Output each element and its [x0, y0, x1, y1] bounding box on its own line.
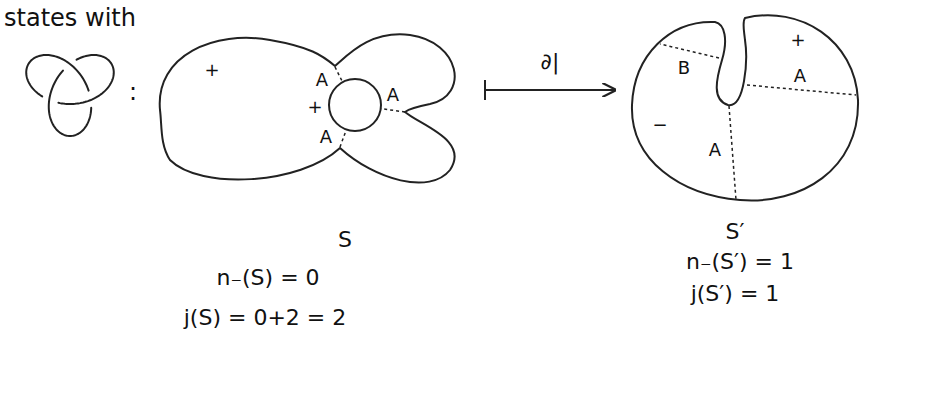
state-curve [632, 15, 858, 200]
edge-label: ∂| [538, 50, 563, 74]
smoothing-chord [381, 109, 405, 112]
state-marker: − [652, 115, 667, 135]
state-formula: n₋(S) = 0 [216, 266, 319, 290]
state-region: + − B A A S′ n₋(S′) = 1 j(S′) = 1 [620, 0, 870, 320]
heading-text: states with [4, 5, 136, 31]
state-formula: j(S) = 0+2 = 2 [184, 306, 347, 330]
state-marker: A [320, 127, 332, 147]
colon-mark: : [129, 79, 137, 105]
smoothing-chord [335, 67, 343, 82]
state-marker: B [678, 58, 690, 78]
state-marker: A [794, 66, 806, 86]
state-marker: A [316, 70, 328, 90]
state-formula: S′ [726, 220, 745, 244]
smoothing-chord [747, 85, 856, 95]
trefoil-knot [26, 55, 114, 136]
state-curve [160, 34, 455, 182]
state-marker: + [307, 97, 322, 117]
maps-to-arrow [485, 80, 615, 100]
state-marker: + [204, 60, 219, 80]
knot-strand [26, 55, 114, 136]
state-formula: n₋(S′) = 1 [686, 250, 794, 274]
state-formula: j(S′) = 1 [691, 282, 780, 306]
state-marker: A [709, 140, 721, 160]
smoothing-chord [660, 44, 719, 58]
state-formula: S [338, 228, 352, 252]
smoothing-chord [340, 130, 346, 148]
smoothing-chord [729, 106, 736, 200]
state-region: + + A A A Sn₋(S) = 0 j(S) = 0+2 = 2 [150, 25, 480, 345]
state-marker: + [790, 30, 805, 50]
maps-to-tail [484, 80, 486, 100]
state-marker: A [387, 85, 399, 105]
connector-line [485, 89, 615, 91]
state-circle [329, 79, 381, 131]
